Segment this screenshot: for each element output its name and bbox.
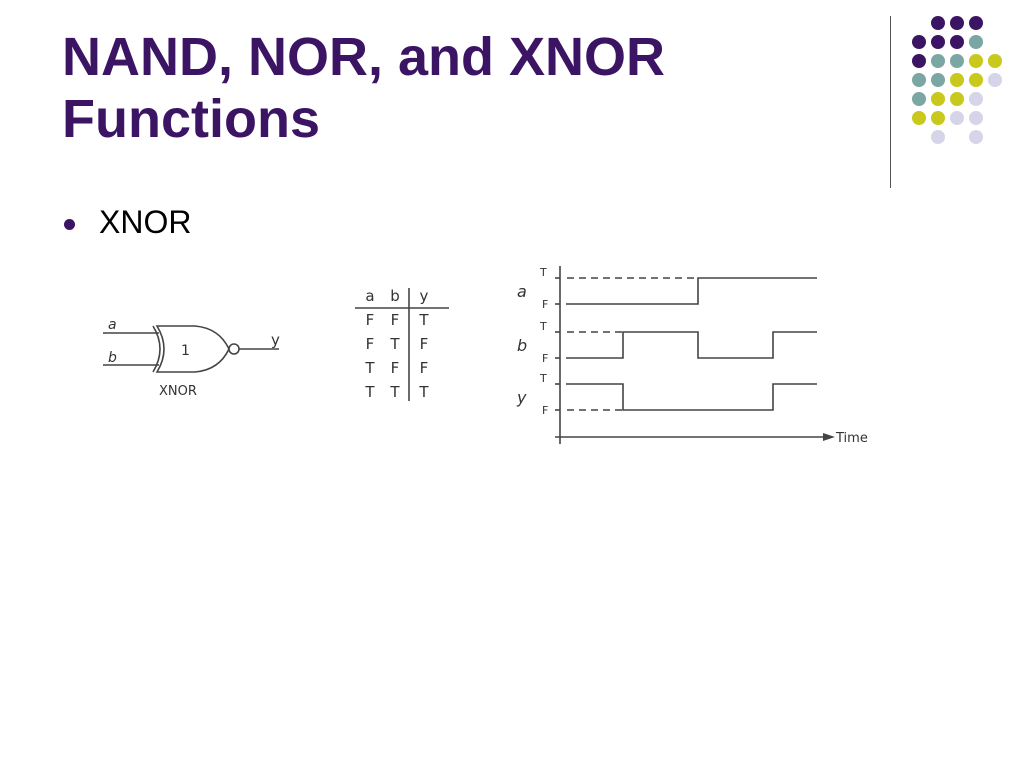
truth-table-cell: T: [418, 311, 429, 329]
decorative-dot: [988, 73, 1002, 87]
truth-table-cell: T: [389, 383, 400, 401]
gate-output-label: y: [271, 331, 280, 349]
truth-table-cell: T: [389, 335, 400, 353]
decorative-dot: [931, 111, 945, 125]
decorative-dot: [950, 35, 964, 49]
decorative-dot: [912, 111, 926, 125]
gate-caption: XNOR: [159, 384, 197, 399]
waveform-y-low-label: F: [542, 404, 548, 417]
gate-xor-back-curve: [152, 325, 161, 373]
decorative-dot: [931, 73, 945, 87]
truth-table-cell: F: [366, 311, 375, 329]
title-line-1: NAND, NOR, and XNOR: [62, 27, 666, 87]
title-divider-line: [890, 16, 891, 188]
truth-table-header-y: y: [420, 287, 429, 305]
truth-table-cell: F: [391, 359, 400, 377]
decorative-dot: [912, 73, 926, 87]
decorative-dot: [931, 35, 945, 49]
truth-table-header-a: a: [365, 287, 374, 305]
decorative-dot: [969, 73, 983, 87]
bullet-icon: [64, 219, 75, 230]
decorative-dot: [969, 35, 983, 49]
waveform-y-high-label: T: [539, 372, 547, 385]
decorative-dot: [931, 16, 945, 30]
gate-inversion-bubble: [228, 343, 240, 355]
decorative-dot: [912, 92, 926, 106]
decorative-dot: [969, 130, 983, 144]
timing-axis-arrowhead: [823, 433, 835, 441]
waveform-y-name: y: [516, 388, 527, 407]
gate-input-a-label: a: [108, 317, 117, 333]
bullet-text: XNOR: [99, 204, 192, 240]
waveform-b: [566, 331, 817, 359]
waveform-y: [566, 383, 817, 411]
slide-title: NAND, NOR, and XNOR Functions: [62, 26, 862, 150]
decorative-dot: [931, 130, 945, 144]
truth-table-cell: T: [418, 383, 429, 401]
decorative-dot: [950, 54, 964, 68]
decorative-dot: [969, 16, 983, 30]
gate-symbol-text: 1: [181, 343, 190, 359]
decorative-dot: [950, 73, 964, 87]
gate-input-b-label: b: [108, 350, 117, 366]
truth-table-header-b: b: [390, 287, 400, 305]
waveform-b-low-label: F: [542, 352, 548, 365]
decorative-dot: [931, 92, 945, 106]
xnor-gate-diagram: a b y 1 XNOR: [103, 317, 280, 399]
truth-table-cell: F: [420, 359, 429, 377]
waveform-a: [566, 277, 817, 305]
title-line-2: Functions: [62, 89, 320, 149]
truth-table-cell: F: [366, 335, 375, 353]
decorative-dot: [931, 54, 945, 68]
decorative-dot: [969, 111, 983, 125]
decorative-dot: [950, 92, 964, 106]
waveform-b-name: b: [517, 336, 527, 355]
waveform-a-low-label: F: [542, 298, 548, 311]
decorative-dot: [969, 92, 983, 106]
timing-axis-label: Time: [835, 431, 868, 446]
truth-table-cell: T: [364, 359, 375, 377]
decorative-dot: [988, 54, 1002, 68]
waveform-a-name: a: [517, 282, 527, 301]
waveform-a-high-label: T: [539, 266, 547, 279]
decorative-dot: [950, 111, 964, 125]
truth-table-cell: F: [420, 335, 429, 353]
waveform-b-high-label: T: [539, 320, 547, 333]
decorative-dot: [912, 54, 926, 68]
gate-body: [155, 325, 230, 373]
decorative-dot: [969, 54, 983, 68]
truth-table-cell: T: [364, 383, 375, 401]
decorative-dot: [950, 16, 964, 30]
truth-table-cell: F: [391, 311, 400, 329]
decorative-dot: [912, 35, 926, 49]
